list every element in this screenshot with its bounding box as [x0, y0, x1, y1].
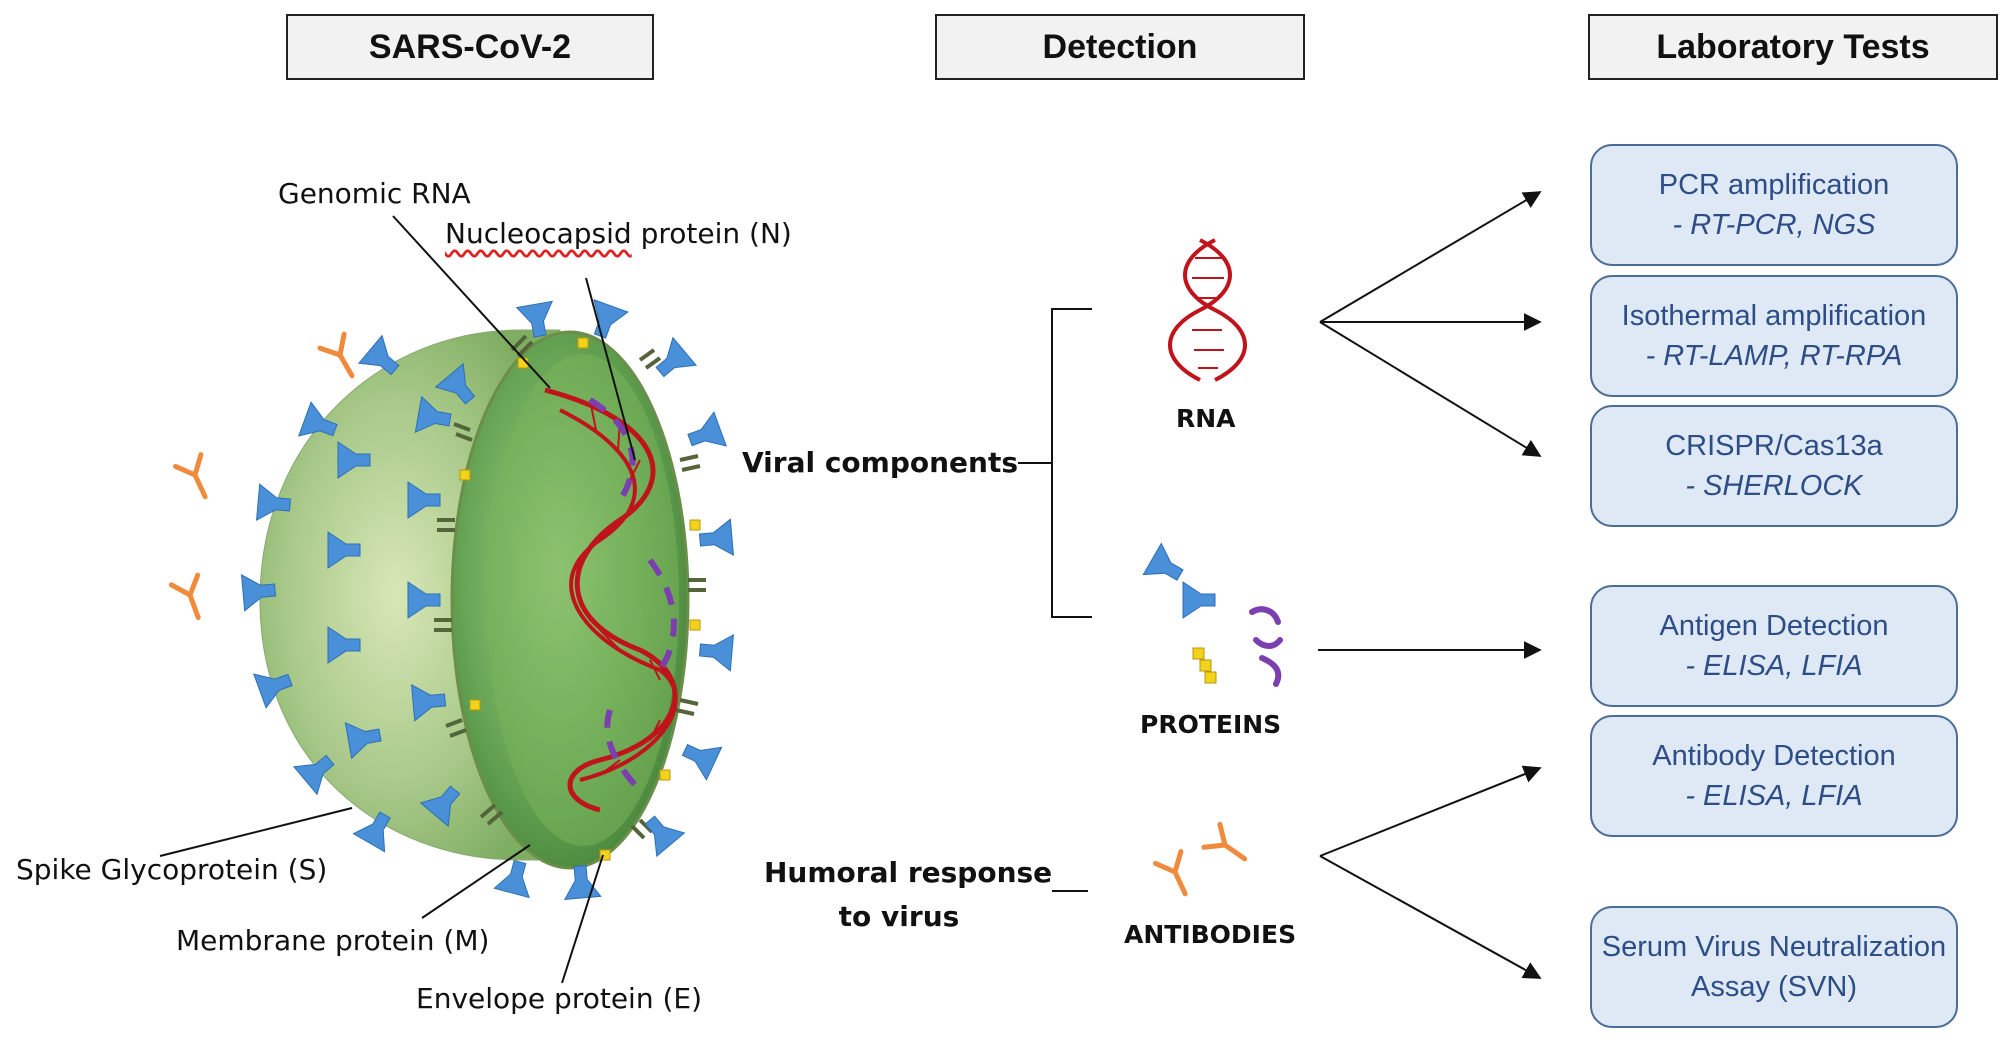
test-methods: - ELISA, LFIA — [1685, 780, 1863, 812]
label-proteins: PROTEINS — [1140, 710, 1282, 739]
header-sars-cov-2: SARS-CoV-2 — [286, 14, 654, 80]
label-rna: RNA — [1176, 404, 1236, 433]
viral-components-bracket — [1018, 308, 1092, 892]
test-arrows — [1318, 191, 1542, 979]
label-nucleocapsid-protein: Nucleocapsid protein (N) — [445, 217, 792, 250]
label-nucleocapsid-word: Nucleocapsid — [445, 217, 632, 250]
humoral-line-2: to virus — [838, 900, 960, 933]
header-detection: Detection — [935, 14, 1305, 80]
test-methods: - RT-LAMP, RT-RPA — [1645, 340, 1903, 372]
label-genomic-rna: Genomic RNA — [278, 177, 471, 210]
test-title: Isothermal amplification — [1621, 300, 1927, 332]
test-methods: - RT-PCR, NGS — [1672, 209, 1876, 241]
test-title: Serum Virus Neutralization — [1601, 931, 1947, 963]
test-methods: - ELISA, LFIA — [1685, 650, 1863, 682]
virus-illustration — [241, 299, 734, 900]
test-box-antigen: Antigen Detection - ELISA, LFIA — [1590, 585, 1958, 707]
test-box-antibody: Antibody Detection - ELISA, LFIA — [1590, 715, 1958, 837]
label-humoral-response: Humoral response to virus — [764, 851, 1053, 939]
protein-icon — [1142, 542, 1283, 687]
test-title: Antibody Detection — [1652, 740, 1896, 772]
label-nucleocapsid-rest: protein (N) — [631, 217, 792, 250]
rna-helix-icon — [1168, 238, 1247, 382]
antibody-icon — [1156, 824, 1253, 899]
label-antibodies: ANTIBODIES — [1124, 920, 1297, 949]
test-box-isothermal: Isothermal amplification - RT-LAMP, RT-R… — [1590, 275, 1958, 397]
label-spike-glycoprotein: Spike Glycoprotein (S) — [16, 853, 328, 886]
test-box-crispr: CRISPR/Cas13a - SHERLOCK — [1590, 405, 1958, 527]
header-laboratory-tests: Laboratory Tests — [1588, 14, 1998, 80]
test-title: Antigen Detection — [1659, 610, 1889, 642]
label-envelope-protein: Envelope protein (E) — [416, 982, 703, 1015]
test-title: CRISPR/Cas13a — [1665, 430, 1883, 462]
test-methods: - SHERLOCK — [1685, 470, 1863, 502]
test-methods: Assay (SVN) — [1691, 971, 1857, 1003]
label-viral-components: Viral components — [742, 446, 1019, 479]
virus-leader-lines — [159, 215, 636, 984]
test-title: PCR amplification — [1658, 169, 1890, 201]
humoral-line-1: Humoral response — [764, 856, 1053, 889]
test-box-svn: Serum Virus Neutralization Assay (SVN) — [1590, 906, 1958, 1028]
label-membrane-protein: Membrane protein (M) — [176, 924, 490, 957]
test-box-pcr: PCR amplification - RT-PCR, NGS — [1590, 144, 1958, 266]
